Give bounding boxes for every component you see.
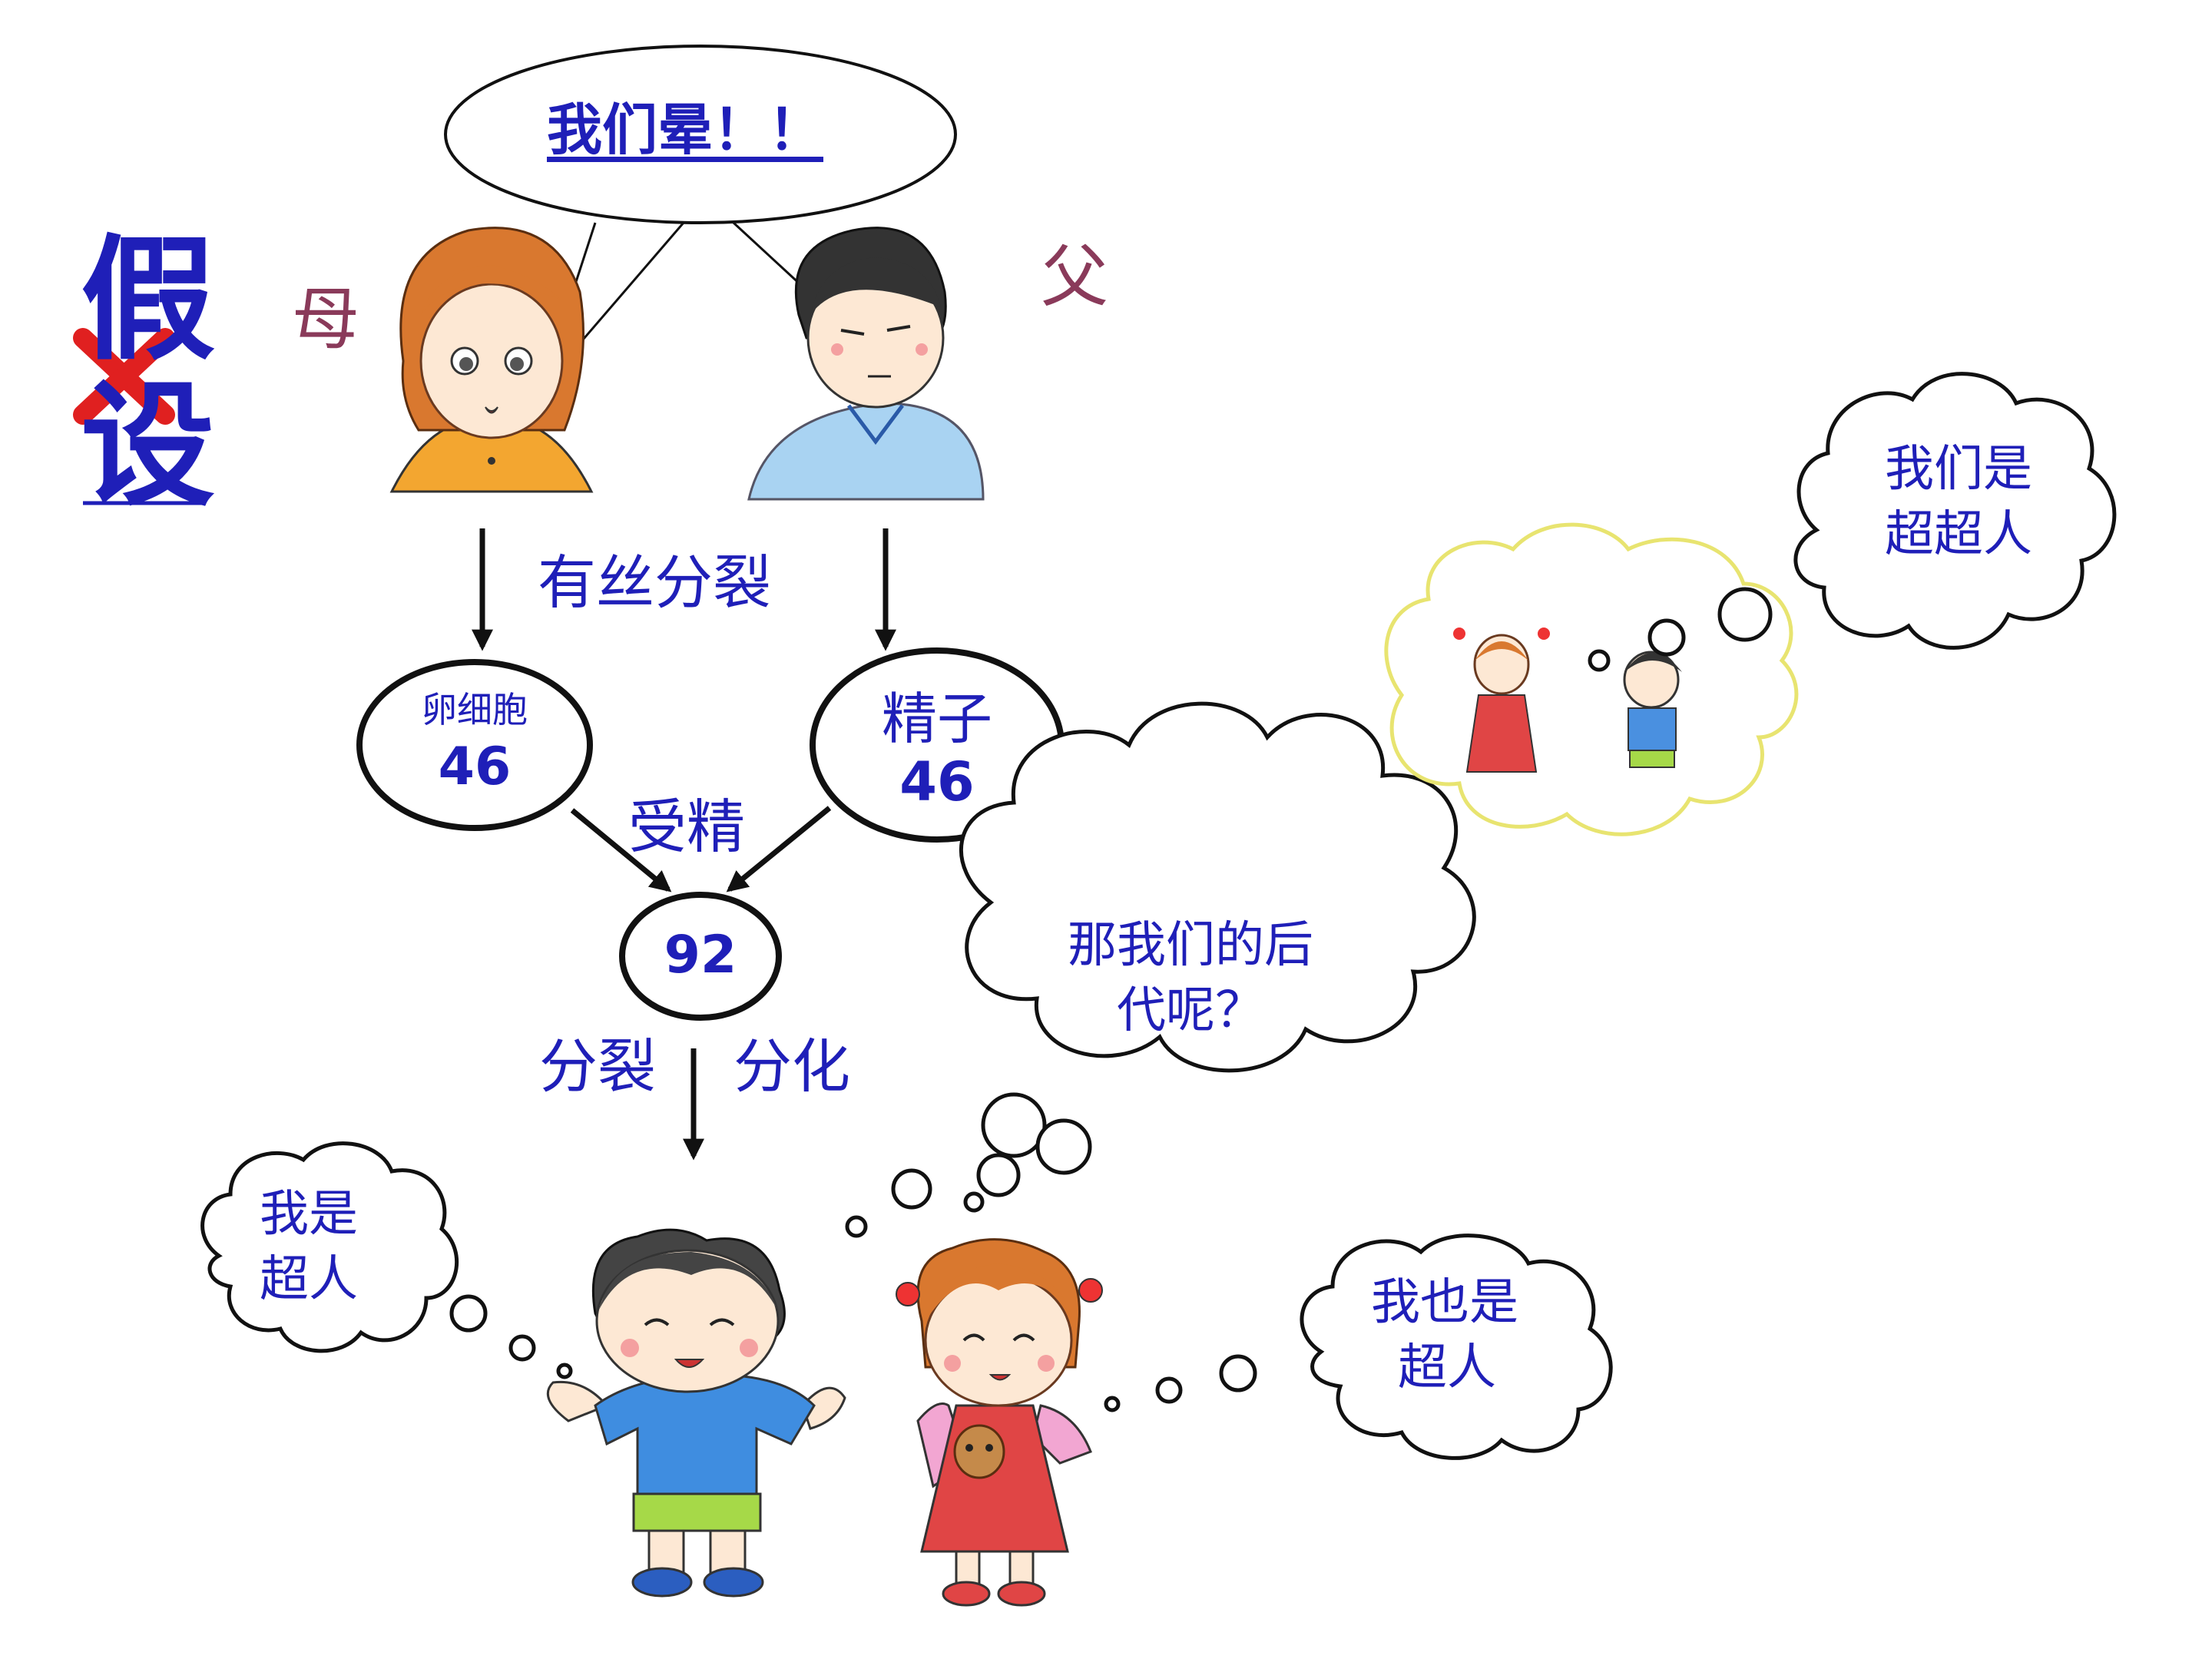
grandchildren-thought-line-2: 超超人 (1885, 506, 2032, 563)
zygote-ellipse (619, 892, 782, 1021)
father-figure (747, 227, 985, 501)
mother-label: 母 (292, 280, 360, 359)
boy-thought-line-1: 我是 (260, 1186, 358, 1243)
parents-question-line-1: 那我们的后 (1068, 917, 1313, 974)
speech-bubble-text: 我们晕！！ (547, 98, 824, 162)
sperm-cell-count: 46 (899, 750, 975, 813)
egg-cell-count: 46 (438, 737, 512, 797)
sperm-to-zygote-arrow (726, 806, 832, 892)
hypothesis-char-1: 假 (81, 221, 215, 379)
girl-thought-line-2: 超人 (1398, 1339, 1496, 1396)
egg-to-zygote-arrow (570, 808, 672, 892)
father-label: 父 (1041, 237, 1109, 316)
zygote-count: 92 (664, 925, 737, 985)
egg-cell-ellipse (356, 659, 593, 831)
grandchildren-picture-cloud (1384, 522, 1799, 836)
boy-thought-cloud (200, 1141, 573, 1379)
mother-figure (389, 227, 594, 493)
girl-child-figure (896, 1238, 1103, 1607)
grandchildren-thought-line-1: 我们是 (1885, 441, 2032, 498)
grandchildren-thought-cloud (1588, 372, 2117, 672)
egg-cell-name: 卵细胞 (422, 689, 528, 730)
mitosis-label: 有丝分裂 (538, 548, 771, 617)
sperm-cell-name: 精子 (881, 687, 992, 751)
differentiation-label: 分化 (733, 1032, 850, 1101)
cross-mark-icon (73, 328, 175, 425)
parents-question-line-2: 代呢？ (1117, 982, 1264, 1039)
division-label: 分裂 (539, 1032, 656, 1101)
hypothesis-char-2: 设 (81, 367, 215, 525)
boy-thought-line-2: 超人 (260, 1251, 358, 1308)
fertilization-label: 受精 (628, 793, 745, 861)
boy-child-figure (546, 1228, 846, 1598)
parents-thought-cloud (845, 701, 1476, 1238)
girl-thought-cloud (1104, 1233, 1613, 1460)
girl-thought-line-1: 我也是 (1371, 1274, 1518, 1331)
speech-bubble-shape (444, 45, 957, 224)
